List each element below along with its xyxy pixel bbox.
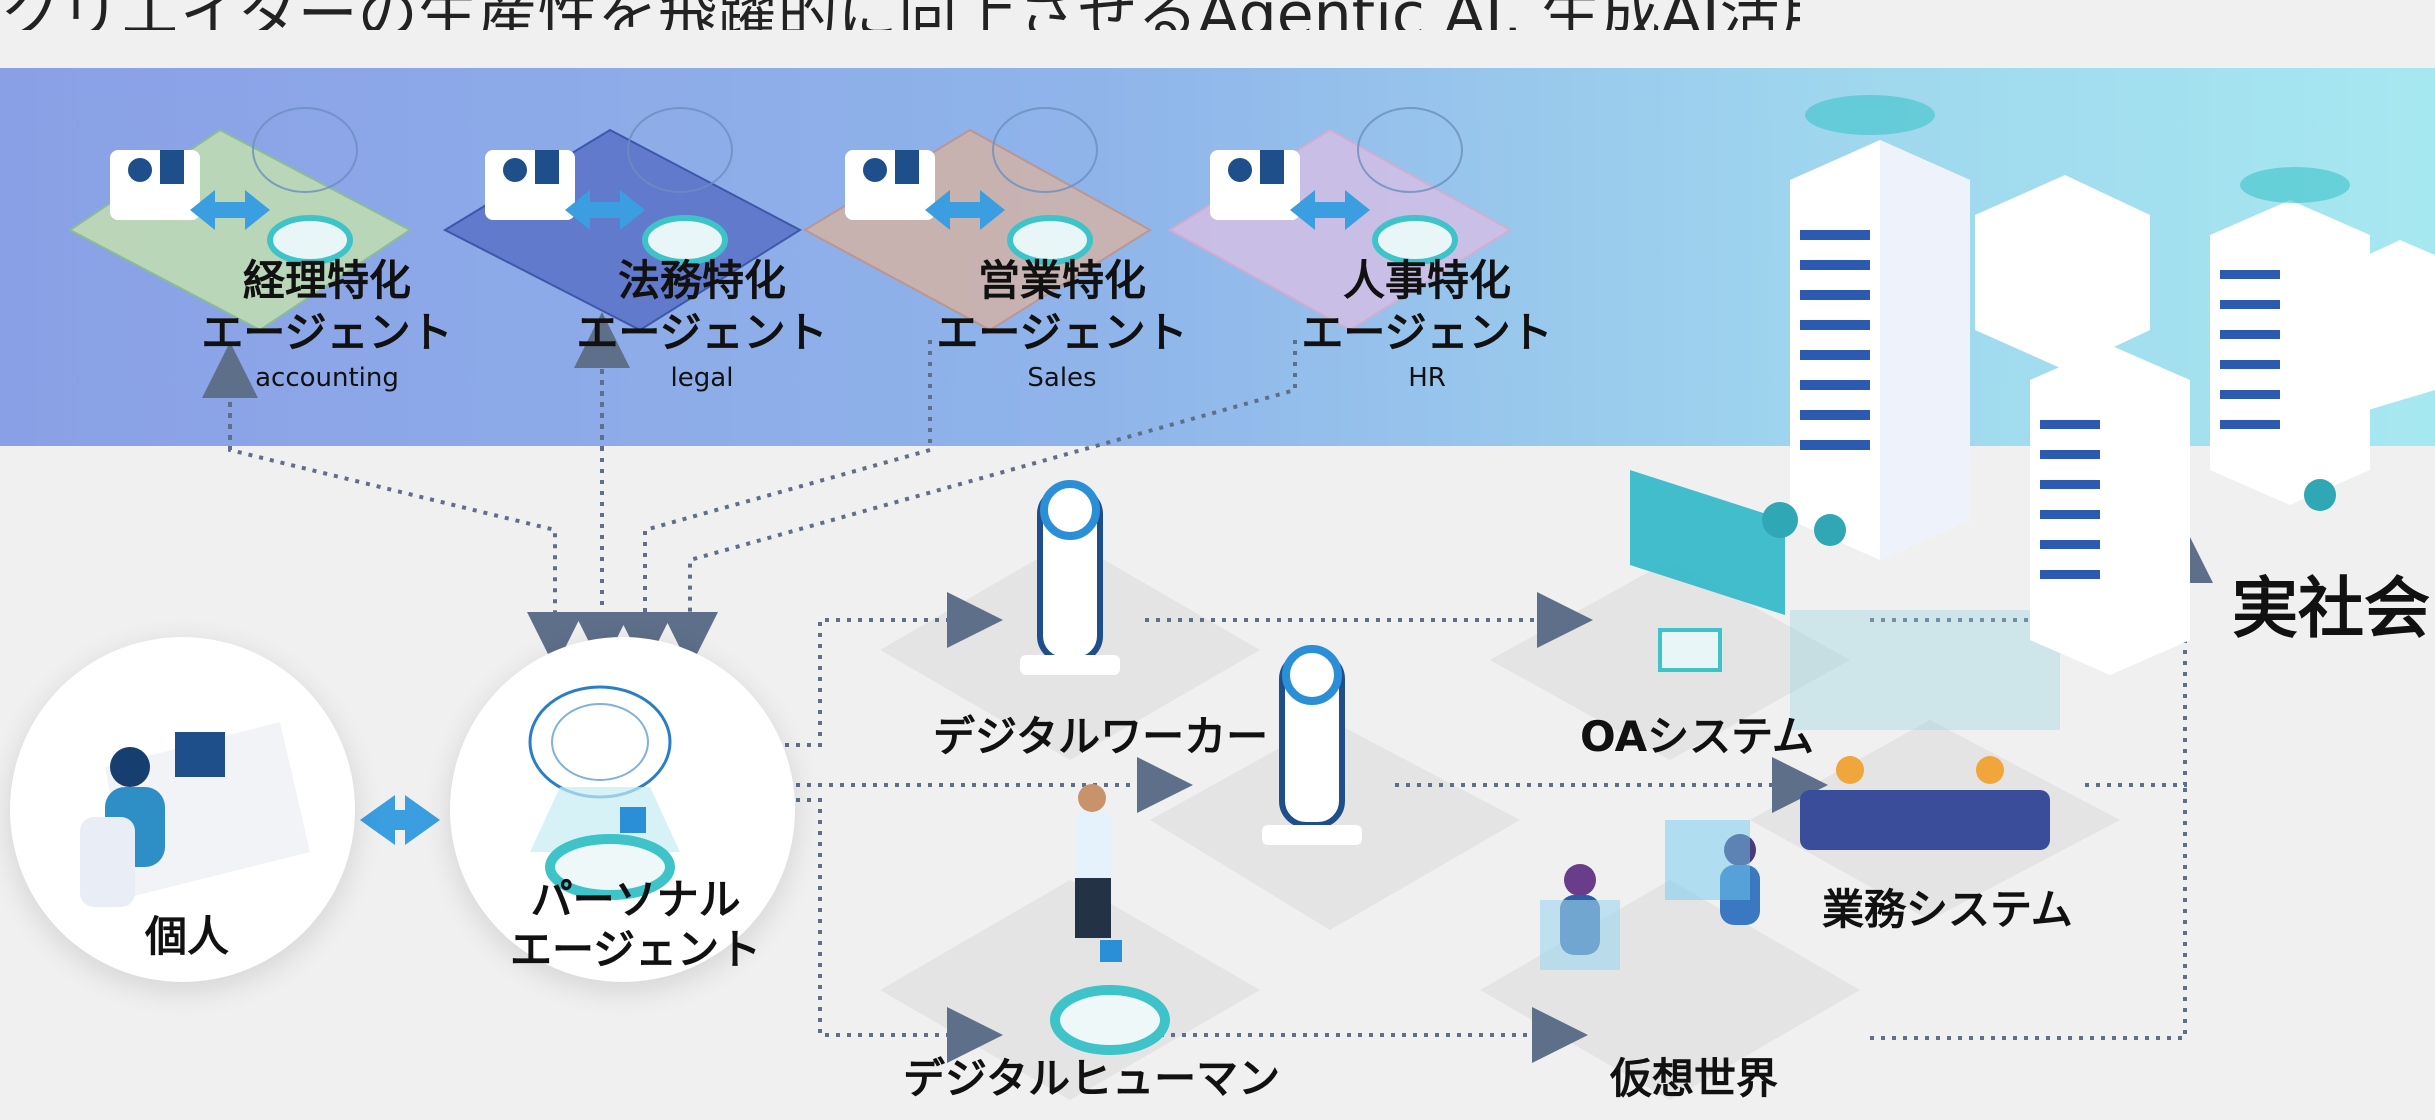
business-system-label: 業務システム <box>1822 885 2073 934</box>
agent-subtitle: accounting <box>255 363 399 393</box>
factory-line-icon <box>1790 610 2060 850</box>
agent-legal: 法務特化 エージェント legal <box>572 255 832 393</box>
individual-node <box>10 637 355 982</box>
presenter-icon <box>1050 784 1170 1055</box>
worker-desk-icon <box>845 150 935 220</box>
target-pad-icon <box>267 215 1458 265</box>
brain-icon <box>252 107 1463 193</box>
city-buildings-icon <box>1762 95 2435 675</box>
double-arrow-icon <box>190 190 1370 230</box>
agent-title-line2: エージェント <box>936 308 1188 357</box>
worker-desk-icon <box>110 150 200 220</box>
digital-worker-label: デジタルワーカー <box>933 712 1269 761</box>
agent-hr: 人事特化 エージェント HR <box>1297 255 1557 393</box>
agent-subtitle: legal <box>670 363 734 393</box>
personal-agent-node <box>450 637 795 982</box>
agent-title-line1: 法務特化 <box>617 256 786 305</box>
digital-human-label: デジタルヒューマン <box>903 1054 1281 1103</box>
real-society-label: 実社会 <box>2232 570 2430 647</box>
agent-accounting: 経理特化 エージェント accounting <box>197 255 457 393</box>
person-at-desk-icon <box>80 722 310 907</box>
personal-agent-label-line2: エージェント <box>510 925 762 974</box>
robot-icon <box>1020 480 1120 675</box>
robot-icon <box>1262 645 1362 845</box>
agent-connector-lines <box>202 312 1297 668</box>
virtual-world-label: 仮想世界 <box>1610 1054 1779 1103</box>
bidirectional-arrow-icon <box>360 795 440 845</box>
page-title: クリエイターの生産性を飛躍的に向上させるAgentic AI, 生成AI活用エー… <box>0 0 1800 30</box>
worker-desk-icon <box>485 150 575 220</box>
agent-title-line2: エージェント <box>201 308 453 357</box>
agent-title-line1: 人事特化 <box>1342 256 1511 305</box>
brain-pad-icon <box>528 685 680 900</box>
vr-users-icon <box>1540 820 1760 970</box>
individual-label: 個人 <box>145 912 230 961</box>
agent-sales: 営業特化 エージェント Sales <box>932 255 1192 393</box>
agent-subtitle: Sales <box>1027 363 1097 393</box>
agent-subtitle: HR <box>1408 363 1446 393</box>
personal-agent-label-line1: パーソナル <box>530 875 741 924</box>
personal-agent-label: パーソナル エージェント <box>510 875 761 975</box>
agent-title-line1: 経理特化 <box>242 256 411 305</box>
agent-title-line2: エージェント <box>1301 308 1553 357</box>
worker-desk-icon <box>1210 150 1300 220</box>
agent-title-line2: エージェント <box>576 308 828 357</box>
agent-title-line1: 営業特化 <box>977 256 1146 305</box>
dashboard-screen-icon <box>1630 470 1785 672</box>
oa-system-label: OAシステム <box>1580 712 1814 761</box>
